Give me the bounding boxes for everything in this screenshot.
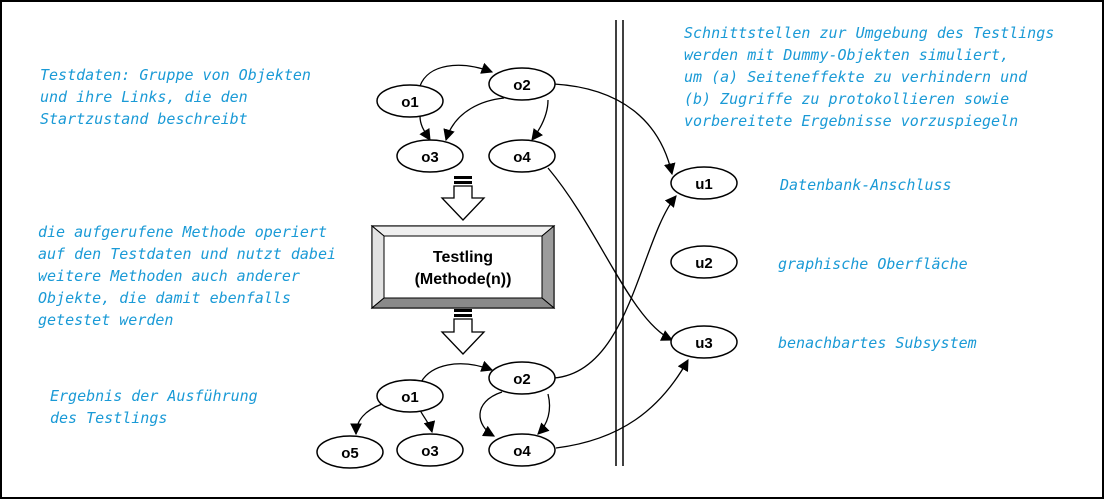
- bottom-graph-edges: [350, 195, 689, 449]
- node-top-o1: o1: [376, 84, 444, 118]
- svg-text:o4: o4: [513, 443, 531, 460]
- nodes: o1 o2 o3 o4 o1 o2 o5 o3: [316, 67, 738, 469]
- node-bot-o4: o4: [488, 433, 556, 467]
- svg-text:o1: o1: [401, 389, 419, 406]
- svg-text:u1: u1: [695, 176, 713, 193]
- note-methode-line: Objekte, die damit ebenfalls: [38, 289, 291, 307]
- svg-text:o2: o2: [513, 371, 531, 388]
- note-schnittstellen-line: vorbereitete Ergebnisse vorzuspiegeln: [684, 112, 1019, 130]
- node-top-o3: o3: [396, 139, 464, 173]
- node-top-o4: o4: [488, 139, 556, 173]
- note-methode-line: auf den Testdaten und nutzt dabei: [38, 245, 337, 263]
- edge-top-o2-o3: [443, 97, 505, 142]
- edge-bot-o4-u3: [555, 358, 689, 449]
- note-schnittstellen-line: (b) Zugriffe zu protokollieren sowie: [684, 90, 1010, 108]
- edge-top-o1-o3: [419, 115, 431, 141]
- edge-bot-o1-o3: [419, 409, 436, 434]
- down-arrow-top: [440, 176, 486, 221]
- edge-top-o1-o2: [419, 62, 494, 87]
- svg-text:o4: o4: [513, 149, 531, 166]
- svg-text:o3: o3: [421, 149, 439, 166]
- svg-text:o3: o3: [421, 443, 439, 460]
- note-schnittstellen: Schnittstellen zur Umgebung des Testling…: [684, 22, 1054, 132]
- note-testdaten-line: Testdaten: Gruppe von Objekten: [40, 66, 311, 84]
- svg-text:o2: o2: [513, 77, 531, 94]
- note-methode: die aufgerufene Methode operiert auf den…: [38, 221, 336, 331]
- edge-bot-o2-o4-right: [537, 393, 551, 435]
- edge-bot-o2-o4-left: [479, 391, 503, 437]
- edge-top-o4-u3: [547, 167, 674, 341]
- label-oberflaeche: graphische Oberfläche: [778, 255, 968, 273]
- node-bot-o2: o2: [488, 361, 556, 395]
- testling-title: Testling: [433, 249, 493, 266]
- testling-subtitle: (Methode(n)): [415, 271, 512, 288]
- svg-text:u3: u3: [695, 335, 713, 352]
- node-u3: u3: [670, 325, 738, 359]
- node-top-o2: o2: [488, 67, 556, 101]
- svg-text:o1: o1: [401, 94, 419, 111]
- svg-text:u2: u2: [695, 255, 713, 272]
- note-testdaten-line: Startzustand beschreibt: [40, 110, 248, 128]
- edge-bot-o1-o2: [419, 360, 494, 385]
- note-ergebnis: Ergebnis der Ausführung des Testlings: [50, 385, 258, 429]
- edge-bot-o2-u1: [553, 195, 677, 379]
- edge-top-o2-u1: [553, 83, 676, 176]
- testling-box: Testling (Methode(n)): [370, 224, 556, 310]
- label-datenbank: Datenbank-Anschluss: [780, 176, 952, 194]
- note-schnittstellen-line: um (a) Seiteneffekte zu verhindern und: [684, 68, 1028, 86]
- note-ergebnis-line: des Testlings: [50, 409, 168, 427]
- note-methode-line: die aufgerufene Methode operiert: [38, 223, 327, 241]
- note-testdaten-line: und ihre Links, die den: [40, 88, 248, 106]
- note-schnittstellen-line: Schnittstellen zur Umgebung des Testling…: [684, 24, 1055, 42]
- svg-text:o5: o5: [341, 445, 359, 462]
- node-bot-o3: o3: [396, 433, 464, 467]
- note-methode-line: weitere Methoden auch anderer: [38, 267, 300, 285]
- label-subsystem: benachbartes Subsystem: [778, 334, 977, 352]
- node-u1: u1: [670, 166, 738, 200]
- top-graph-edges: [419, 62, 676, 341]
- down-arrow-bottom: [440, 309, 486, 355]
- note-ergebnis-line: Ergebnis der Ausführung: [50, 387, 258, 405]
- node-u2: u2: [670, 245, 738, 279]
- edge-top-o2-o4: [531, 99, 549, 141]
- note-methode-line: getestet werden: [38, 311, 174, 329]
- edge-bot-o1-o5: [350, 403, 383, 436]
- node-bot-o1: o1: [376, 379, 444, 413]
- node-bot-o5: o5: [316, 435, 384, 469]
- note-testdaten: Testdaten: Gruppe von Objekten und ihre …: [40, 64, 311, 130]
- note-schnittstellen-line: werden mit Dummy-Objekten simuliert,: [684, 46, 1010, 64]
